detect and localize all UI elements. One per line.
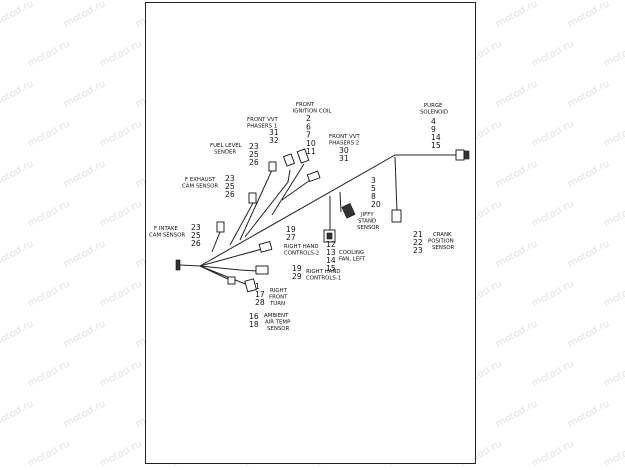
jiffy-stand-numbers: 3 5 8 20 xyxy=(371,176,381,209)
rh-controls-1-wire xyxy=(199,265,259,272)
harness-end-connector xyxy=(175,259,181,271)
f-intake-cam-sensor-numbers: 23 25 26 xyxy=(191,223,203,248)
rh-controls-2-wire xyxy=(199,248,263,267)
vvt2-connector xyxy=(306,170,321,183)
right-hand-controls-1-label: RIGHT HAND CONTROLS-1 xyxy=(306,269,342,282)
front-vvt-phasers-1-numbers: 31 32 xyxy=(269,128,281,145)
right-front-turn-numbers: 1 17 28 xyxy=(255,282,267,307)
ignition-coil-connector xyxy=(282,153,296,167)
right-front-turn-label: RIGHT FRONT TURN xyxy=(269,288,289,307)
ambient-air-temp-sensor-label: AMBIENT AIR TEMP SENSOR xyxy=(264,313,292,332)
jiffy-stand-sensor-label: JIFFY STAND SENSOR xyxy=(357,212,380,231)
right-hand-controls-1-numbers: 19 29 xyxy=(292,264,304,281)
cooling-fan-connector xyxy=(323,229,336,243)
ambient-temp-wire xyxy=(199,265,231,281)
purge-solenoid-wire xyxy=(394,156,398,213)
rh-front-turn-wire xyxy=(199,265,249,286)
crank-position-numbers: 21 22 23 xyxy=(413,230,425,255)
jiffy-stand-wire xyxy=(339,191,342,213)
intake-cam-connector xyxy=(216,221,225,233)
crank-sensor-connector xyxy=(391,209,402,223)
f-exhaust-cam-sensor-label: F EXHAUST CAM SENSOR xyxy=(182,177,218,190)
front-ignition-coil-label: FRONT IGNITION COIL xyxy=(293,102,332,115)
right-hand-controls-2-label: RIGHT HAND CONTROLS-2 xyxy=(284,244,320,257)
crank-position-sensor-label: CRANK POSITION SENSOR xyxy=(428,232,455,251)
ignition-coil-wire xyxy=(244,169,291,238)
main-trunk-wire xyxy=(179,154,462,267)
fuel-level-connector xyxy=(268,161,277,172)
jiffy-stand-connector xyxy=(341,203,356,219)
rh-front-turn-connector xyxy=(244,278,257,293)
front-vvt-phasers-2-numbers: 30 31 xyxy=(339,146,351,163)
fuel-level-sender-numbers: 23 25 26 xyxy=(249,142,261,167)
ambient-temp-connector xyxy=(227,276,236,285)
harness-wires xyxy=(179,154,462,286)
front-vvt-phasers-2-label: FRONT VVT PHASERS 2 xyxy=(329,134,362,147)
cooling-fan-numbers: 12 13 14 15 xyxy=(326,240,338,273)
diagram-frame xyxy=(145,2,476,464)
ambient-air-temp-numbers: 16 18 xyxy=(249,312,261,329)
fuel-level-wire xyxy=(239,169,273,241)
trunk-mid-numbers: 19 27 xyxy=(286,225,298,242)
intake-cam-wire xyxy=(211,231,221,253)
connectors xyxy=(175,148,470,293)
f-intake-cam-sensor-label: F INTAKE CAM SENSOR xyxy=(149,226,185,239)
vvt1-connector xyxy=(296,148,310,164)
vvt2-wire xyxy=(281,177,314,201)
fuel-level-sender-label: FUEL LEVEL SENDER xyxy=(210,143,243,156)
cooling-fan-left-label: COOLING FAN, LEFT xyxy=(339,250,366,263)
exhaust-cam-wire xyxy=(229,202,254,246)
front-vvt-phasers-1-label: FRONT VVT PHASERS 1 xyxy=(247,117,280,130)
purge-solenoid-label: PURGE SOLENOID xyxy=(420,103,448,116)
front-ignition-coil-numbers: 2 6 7 10 11 xyxy=(306,114,318,156)
rh-controls-1-connector xyxy=(255,265,269,275)
exhaust-cam-connector xyxy=(248,192,257,204)
vvt1-wire xyxy=(271,163,305,216)
rh-controls-2-connector xyxy=(258,241,273,253)
f-exhaust-cam-sensor-numbers: 23 25 26 xyxy=(225,174,237,199)
component-labels: FRONT IGNITION COIL 2 6 7 10 11 PURGE SO… xyxy=(149,102,455,332)
purge-solenoid-numbers: 4 9 14 15 xyxy=(431,117,443,150)
purge-solenoid-connector xyxy=(455,149,470,161)
